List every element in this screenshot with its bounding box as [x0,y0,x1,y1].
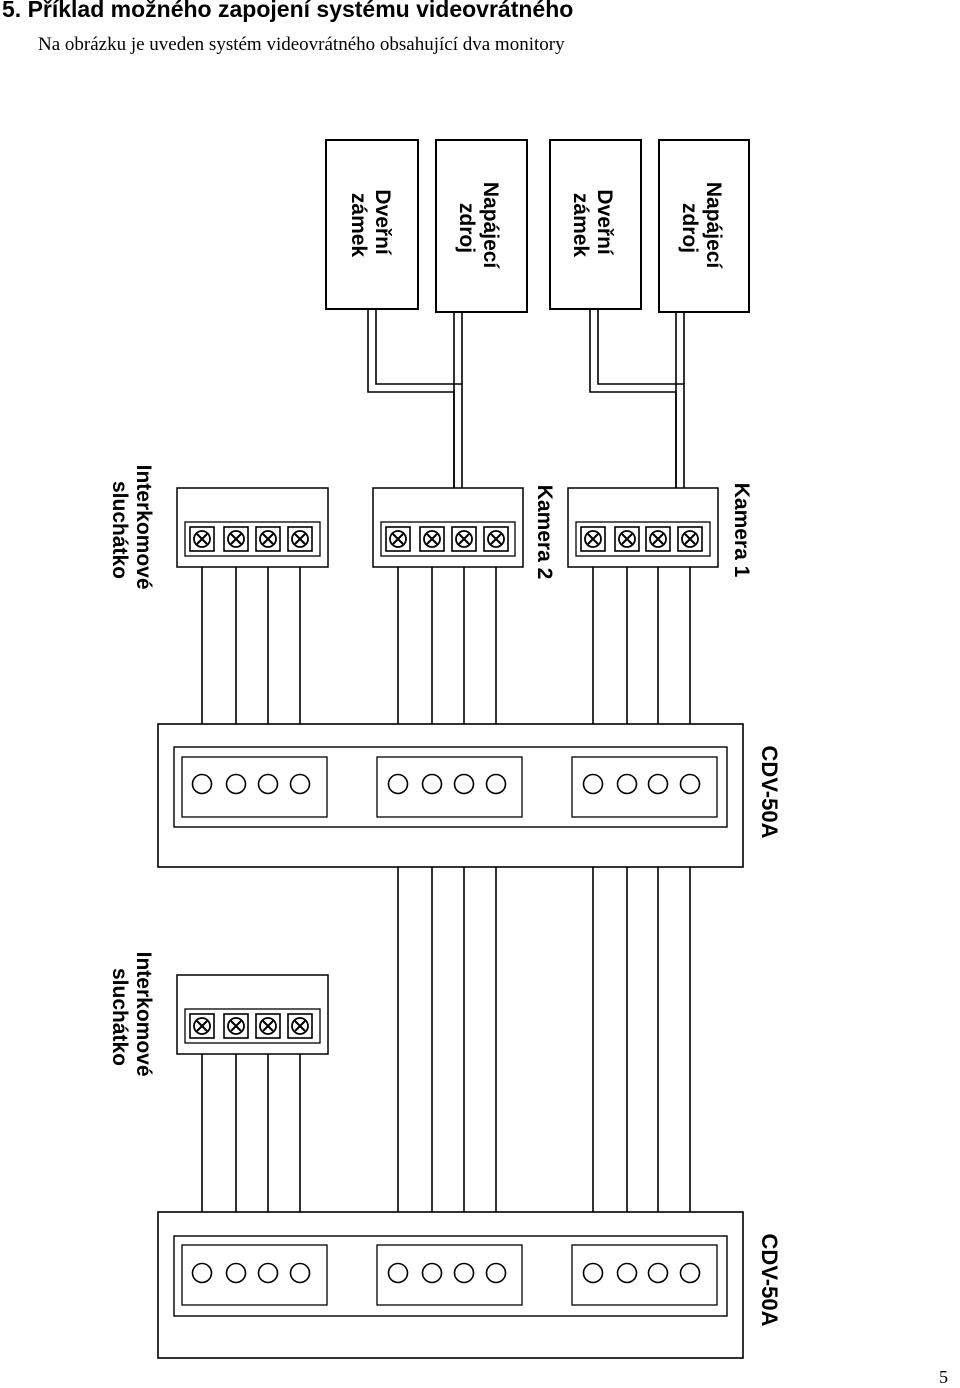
connector-socket [647,773,669,795]
terminal-label: sluchátko [108,968,131,1066]
screw-slot [490,533,502,545]
terminals [189,526,703,1039]
wire [597,309,685,488]
page-title: 5. Příklad možného zapojení systému vide… [2,0,574,22]
monitor-cdv-50a-1: CDV-50A [157,723,782,868]
supply-box-power-2: Napájecí zdroj [658,139,750,313]
connector-socket [453,773,475,795]
supply-box-label: zdroj [678,203,701,253]
screw-slot [458,533,470,545]
screw-slot [587,533,599,545]
connector-socket [191,773,213,795]
svg-text:Napájecí zdroj: Napájecí zdroj [455,182,502,274]
connector-socket [679,1262,701,1284]
connector-socket [387,1262,409,1284]
supply-box-power-1: Napájecí zdroj [435,139,528,313]
monitor-cdv-50a-2: CDV-50A [157,1211,782,1359]
wire [589,309,677,488]
screw-slot [230,533,242,545]
connector-socket [485,773,507,795]
screw-slot [684,533,696,545]
connector-socket [453,1262,475,1284]
supply-box-label: Napájecí [479,182,502,270]
screw-slot [621,533,633,545]
connector-socket [421,1262,443,1284]
terminal-label: Interkomové [132,952,155,1077]
supply-box-label: zámek [569,193,592,258]
connector-socket [616,1262,638,1284]
connector-socket [257,1262,279,1284]
supply-box-door-lock-2: Dveřní zámek [549,139,642,310]
connector-socket [582,1262,604,1284]
connector-socket [679,773,701,795]
svg-text:Interkomové sluchátko: Interkomové sluchátko [108,952,155,1083]
terminal-label: sluchátko [108,481,131,579]
supply-box-label: zámek [347,193,370,258]
connector-socket [485,1262,507,1284]
connector-socket [191,1262,213,1284]
screw-slot [262,533,274,545]
page-number: 5 [939,1367,948,1387]
screw-slot [392,533,404,545]
screw-slot [294,533,306,545]
screw-slot [196,1020,208,1032]
connector-socket [647,1262,669,1284]
connectors [191,773,701,1284]
connector-socket [387,773,409,795]
wire [367,309,455,488]
screw-slot [230,1020,242,1032]
connector-socket [225,773,247,795]
supply-box-door-lock-1: Dveřní zámek [325,139,419,310]
svg-text:Dveřní zámek: Dveřní zámek [347,189,394,260]
svg-text:Dveřní zámek: Dveřní zámek [569,189,616,260]
connector-socket [225,1262,247,1284]
terminal-label: Kamera 1 [730,483,753,578]
screw-slot [652,533,664,545]
page-subtitle: Na obrázku je uveden systém videovrátnéh… [38,34,565,55]
svg-text:Napájecí zdroj: Napájecí zdroj [678,182,725,274]
supply-box-label: Dveřní [593,189,616,256]
supply-box-label: Dveřní [371,189,394,256]
screw-slot [294,1020,306,1032]
screw-slot [426,533,438,545]
screw-slot [262,1020,274,1032]
svg-text:Interkomové sluchátko: Interkomové sluchátko [108,465,155,596]
monitor-label: CDV-50A [757,1234,782,1327]
terminal-label: Interkomové [132,465,155,590]
connector-socket [289,1262,311,1284]
connector-socket [421,773,443,795]
screw-slot [196,533,208,545]
connector-socket [257,773,279,795]
monitor-label: CDV-50A [757,746,782,839]
terminal-label: Kamera 2 [533,485,556,580]
connector-socket [616,773,638,795]
connector-socket [582,773,604,795]
supply-box-label: Napájecí [702,182,725,270]
wire [375,309,463,488]
connector-socket [289,773,311,795]
supply-box-label: zdroj [455,203,478,253]
